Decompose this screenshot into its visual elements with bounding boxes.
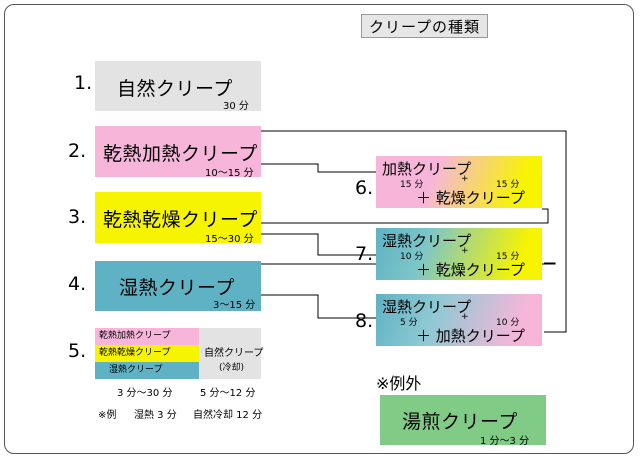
combo-line2: ＋ 乾燥クリープ: [416, 261, 525, 279]
combo-number-7: 7.: [355, 243, 374, 265]
connector-4-to-8: [260, 294, 376, 319]
item-number-2: 2.: [68, 140, 87, 162]
item5-stack-dry-heat-drying: 乾熱乾燥クリープ: [95, 345, 199, 362]
item-box-natural-creep: 自然クリープ 30 分: [95, 61, 261, 112]
combo-plus-small: +: [461, 246, 469, 256]
connector-3-to-6: [260, 208, 549, 224]
item5-natural-cooling-box: 自然クリープ (冷却): [199, 328, 264, 379]
item-number-3: 3.: [68, 206, 87, 228]
item5-natural-sub: (冷却): [219, 363, 245, 373]
item-label: 湿熱クリープ: [119, 277, 235, 299]
combo-plus-small: +: [461, 174, 469, 184]
connector-2-to-6: [260, 163, 376, 173]
item-time: 30 分: [223, 101, 249, 112]
item-label: 自然クリープ: [117, 78, 233, 100]
item-time: 15～30 分: [205, 234, 254, 245]
combo-time-left: 5 分: [400, 318, 418, 328]
combo-box-heating-plus-drying: 加熱クリープ 15 分 + 15 分 ＋ 乾燥クリープ: [376, 156, 542, 208]
item-number-5: 5.: [68, 340, 87, 362]
diagram-title: クリープの種類: [361, 14, 488, 38]
combo-time-right: 15 分: [496, 180, 520, 190]
combo-line2: ＋ 乾燥クリープ: [416, 189, 525, 207]
combo-plus-small: +: [461, 312, 469, 322]
item-time: 10～15 分: [205, 168, 254, 179]
connector-3-to-7: [260, 233, 376, 256]
combo-time-left: 15 分: [400, 180, 424, 190]
item-label: 湯煎クリープ: [402, 411, 518, 433]
item-time: 1 分～3 分: [480, 436, 530, 447]
combo-line1: 湿熱クリープ: [382, 232, 472, 250]
combo-number-8: 8.: [355, 310, 374, 332]
item-number-4: 4.: [68, 273, 87, 295]
item5-note-mid: 湿熱 3 分: [134, 410, 177, 421]
item-box-moist-heat-creep: 湿熱クリープ 3～15 分: [95, 261, 261, 311]
item5-stack: 乾熱加熱クリープ 乾熱乾燥クリープ 湿熱クリープ: [95, 328, 199, 379]
item5-note-prefix: ※例: [98, 410, 117, 421]
combo-box-moist-plus-heating: 湿熱クリープ 5 分 + 10 分 ＋ 加熱クリープ: [376, 294, 542, 346]
combo-time-left: 10 分: [400, 252, 424, 262]
item-box-dry-heat-drying-creep: 乾熱乾燥クリープ 15～30 分: [95, 192, 261, 245]
item5-note-right: 自然冷却 12 分: [193, 410, 263, 421]
item5-stack-moist-heat: 湿熱クリープ: [95, 362, 199, 379]
combo-line1: 湿熱クリープ: [382, 298, 472, 316]
combo-box-moist-plus-drying: 湿熱クリープ 10 分 + 15 分 ＋ 乾燥クリープ: [376, 228, 542, 280]
combo-line2: ＋ 加熱クリープ: [416, 327, 525, 345]
item-number-1: 1.: [74, 72, 93, 94]
item-label: 乾熱加熱クリープ: [103, 143, 258, 165]
item5-time-right: 5 分～12 分: [200, 388, 256, 399]
item5-natural-label: 自然クリープ: [204, 348, 264, 359]
item-box-water-bath-creep: 湯煎クリープ 1 分～3 分: [380, 395, 546, 447]
item5-stack-dry-heat-heating: 乾熱加熱クリープ: [95, 328, 199, 345]
connector-2-to-8: [260, 130, 567, 333]
item-time: 3～15 分: [213, 300, 256, 311]
combo-number-6: 6.: [355, 177, 374, 199]
combo-time-right: 15 分: [496, 252, 520, 262]
combo-line1: 加熱クリープ: [382, 160, 472, 178]
item-box-dry-heat-heating-creep: 乾熱加熱クリープ 10～15 分: [95, 126, 261, 179]
item-label: 乾熱乾燥クリープ: [103, 209, 258, 231]
combo-time-right: 10 分: [496, 318, 520, 328]
exception-label: ※例外: [376, 374, 422, 393]
item5-time-left: 3 分～30 分: [117, 388, 173, 399]
